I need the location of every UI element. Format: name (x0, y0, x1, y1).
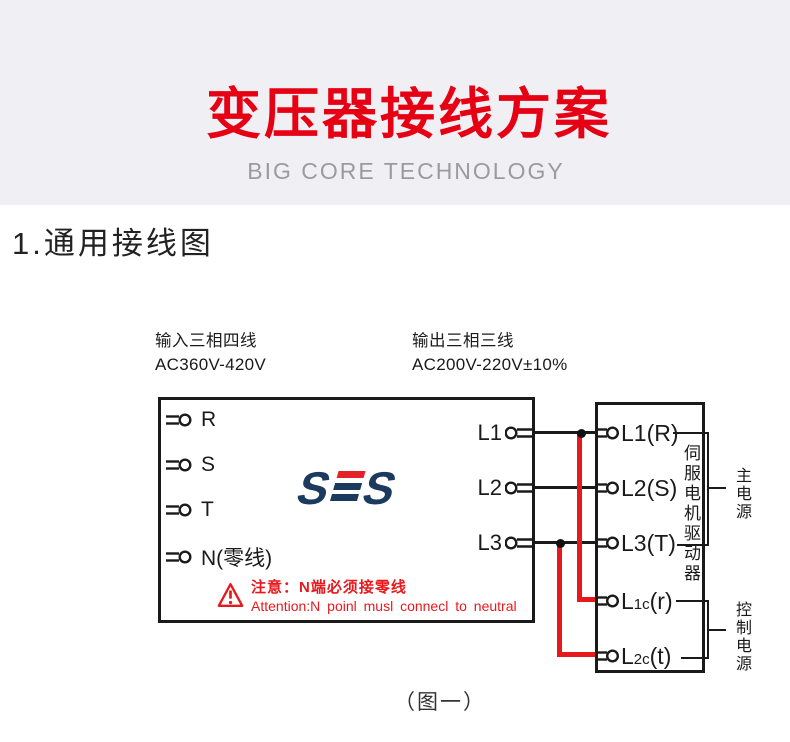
control-power-label: 控制电源 (733, 601, 750, 673)
red-wire-a-horizontal (577, 597, 597, 602)
logo-letter-e (329, 471, 366, 501)
control-power-bracket-top (676, 600, 709, 602)
terminal-label: S (201, 453, 216, 476)
terminal-icon (597, 481, 619, 495)
red-wire-b-vertical (557, 543, 562, 657)
servo-driver-label: 伺服电机驱动器 (681, 444, 700, 584)
output-spec-line1: 输出三相三线 (412, 332, 514, 350)
wire-l1 (533, 431, 597, 434)
terminal-icon (166, 413, 192, 427)
terminal-label: L1(R) (621, 419, 679, 446)
terminal-icon (597, 426, 619, 440)
junction-dot-l1 (577, 429, 586, 438)
terminal-icon (166, 503, 192, 517)
control-power-bracket-bottom (681, 657, 709, 659)
main-power-label: 主电源 (733, 467, 750, 521)
terminal-icon (505, 481, 535, 495)
control-power-bracket-tick (709, 629, 726, 631)
page-title: 变压器接线方案 (205, 83, 612, 145)
main-power-bracket-top (673, 432, 709, 434)
figure-caption: （图一） (394, 691, 486, 714)
input-terminal-n: N(零线) (166, 544, 272, 570)
output-terminal-l2: L2 (470, 475, 535, 501)
output-spec-label: 输出三相三线 AC200V-220V±10% (412, 329, 568, 377)
terminal-icon (597, 536, 619, 550)
terminal-icon (597, 649, 619, 663)
wire-l3 (533, 541, 597, 544)
control-power-bracket-side (707, 600, 709, 659)
ses-logo: S S (291, 462, 402, 514)
red-wire-b-horizontal (557, 652, 597, 657)
driver-terminal-l2s: L2(S) (597, 474, 677, 502)
input-spec-label: 输入三相四线 AC360V-420V (155, 329, 266, 377)
terminal-icon (597, 594, 619, 608)
driver-terminal-l1c: L1c(r) (597, 587, 673, 615)
terminal-label: L3(T) (621, 529, 676, 556)
terminal-label: L1c(r) (621, 587, 673, 614)
terminal-label: T (201, 498, 214, 521)
output-spec-line2: AC200V-220V±10% (412, 355, 568, 374)
terminal-icon (166, 458, 192, 472)
terminal-icon (505, 536, 535, 550)
input-terminal-r: R (166, 407, 216, 433)
driver-terminal-l1r: L1(R) (597, 419, 679, 447)
input-spec-line2: AC360V-420V (155, 355, 267, 374)
output-terminal-l3: L3 (470, 530, 535, 556)
warning-text-en: Attention:N poinl musl connecl to neutra… (251, 598, 517, 614)
main-power-bracket-side (707, 432, 709, 546)
terminal-icon (166, 550, 192, 564)
page-subtitle: BIG CORE TECHNOLOGY (247, 158, 565, 184)
terminal-label: N(零线) (201, 547, 273, 570)
terminal-label: L1 (477, 420, 502, 445)
main-power-bracket-bottom (677, 544, 709, 546)
terminal-label: L2(S) (621, 474, 678, 501)
wire-l2 (533, 486, 597, 489)
header-band (0, 0, 790, 205)
transformer-box (158, 397, 535, 623)
terminal-label: R (201, 408, 217, 431)
section-heading: 1.通用接线图 (12, 226, 214, 261)
input-spec-line1: 输入三相四线 (155, 332, 257, 350)
junction-dot-l3 (556, 539, 565, 548)
terminal-label: L2c(t) (621, 642, 672, 669)
warning-triangle-icon (217, 583, 244, 607)
output-terminal-l1: L1 (470, 420, 535, 446)
input-terminal-s: S (166, 452, 215, 478)
terminal-icon (505, 426, 535, 440)
driver-terminal-l3t: L3(T) (597, 529, 676, 557)
main-power-bracket-tick (709, 487, 726, 489)
driver-terminal-l2c: L2c(t) (597, 642, 671, 670)
red-wire-a-vertical (577, 433, 582, 602)
terminal-label: L3 (477, 530, 502, 555)
terminal-label: L2 (477, 475, 502, 500)
input-terminal-t: T (166, 497, 214, 523)
warning-text-cn: 注意：N端必须接零线 (251, 579, 407, 596)
